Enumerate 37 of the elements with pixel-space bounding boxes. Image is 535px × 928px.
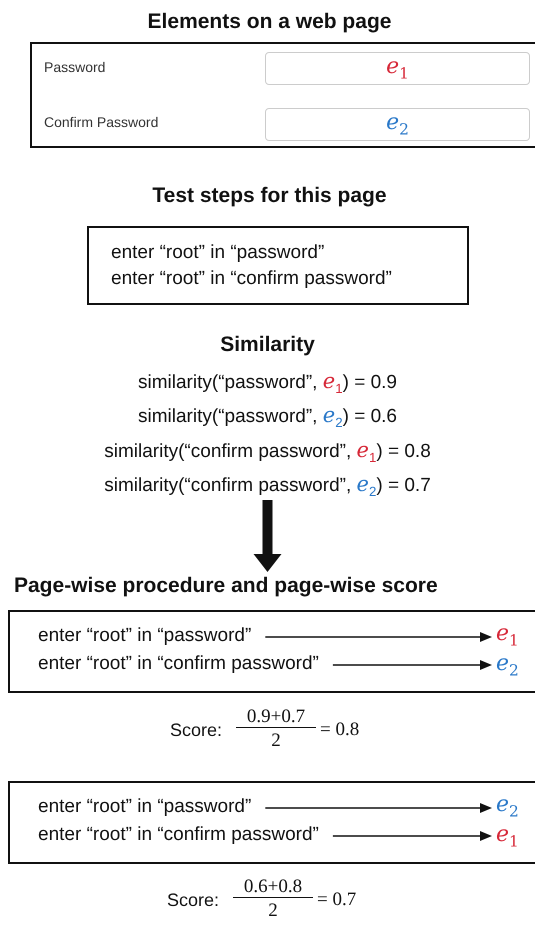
step-text: enter “root” in “confirm password” [38, 653, 319, 675]
step-text: enter “root” in “confirm password” [38, 824, 319, 846]
procedure-box [8, 610, 535, 693]
element-symbol: e$_{1}$ [496, 822, 519, 850]
input-field: e$_{2}$ [265, 108, 530, 141]
arrow [265, 632, 492, 642]
section-heading: Page-wise procedure and page-wise score [14, 574, 438, 598]
input-field: e$_{1}$ [265, 52, 530, 85]
block-arrow [254, 500, 282, 572]
section-heading: Elements on a web page [146, 10, 392, 34]
score-label: Score: [167, 890, 220, 911]
formula-text: similarity(“password”, e$_{2}$) = 0.6 [137, 403, 398, 430]
step-text: enter “root” in “password” [111, 242, 326, 264]
element-symbol: e$_{2}$ [496, 651, 519, 680]
arrow [332, 831, 492, 841]
fraction-numerator: 0.6+0.8 [233, 877, 313, 898]
procedure-box [8, 781, 535, 864]
arrow [332, 660, 492, 670]
step-text: enter “root” in “confirm password” [111, 268, 393, 290]
formula-text: similarity(“confirm password”, e$_{2}$) = 0.7 [103, 472, 432, 499]
fraction-denominator: 2 [270, 730, 282, 752]
element-symbol: e$_{2}$ [496, 792, 519, 820]
element-symbol: e$_{1}$ [496, 621, 519, 650]
formula-text: similarity(“confirm password”, e$_{1}$) = 0.8 [103, 438, 432, 465]
arrow [265, 803, 492, 813]
section-heading: Test steps for this page [151, 184, 388, 208]
field-label: Confirm Password [44, 114, 158, 130]
step-text: enter “root” in “password” [38, 625, 252, 647]
fraction-denominator: 2 [267, 900, 279, 922]
score-value: = 0.8 [320, 719, 360, 741]
section-heading: Similarity [219, 333, 316, 357]
field-label: Password [44, 59, 106, 75]
formula-text: similarity(“password”, e$_{1}$) = 0.9 [137, 369, 398, 396]
step-text: enter “root” in “password” [38, 796, 252, 818]
score-value: = 0.7 [317, 889, 356, 911]
score-label: Score: [170, 720, 222, 741]
fraction-numerator: 0.9+0.7 [236, 707, 316, 728]
